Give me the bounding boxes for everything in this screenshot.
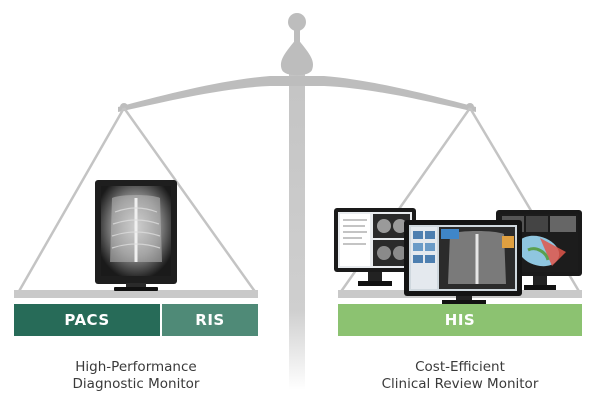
ris-bar: RIS (160, 304, 258, 336)
scale-pole (280, 13, 314, 390)
pacs-label: PACS (64, 311, 110, 329)
right-caption-line2: Clinical Review Monitor (381, 376, 539, 392)
his-bar: HIS (338, 304, 582, 336)
clinical-monitor-icon (334, 208, 582, 304)
left-caption: High-Performance Diagnostic Monitor (21, 359, 251, 393)
his-label: HIS (444, 311, 476, 329)
right-caption-line1: Cost-Efficient (415, 359, 505, 375)
pacs-bar: PACS (14, 304, 160, 336)
right-caption: Cost-Efficient Clinical Review Monitor (345, 359, 575, 393)
left-caption-line1: High-Performance (75, 359, 197, 375)
xray-monitor-icon (95, 180, 177, 291)
ris-label: RIS (195, 311, 225, 329)
left-caption-line2: Diagnostic Monitor (72, 376, 200, 392)
left-pan-strings (16, 107, 258, 294)
scale-beam (118, 76, 476, 112)
left-pan-plate (14, 290, 258, 298)
